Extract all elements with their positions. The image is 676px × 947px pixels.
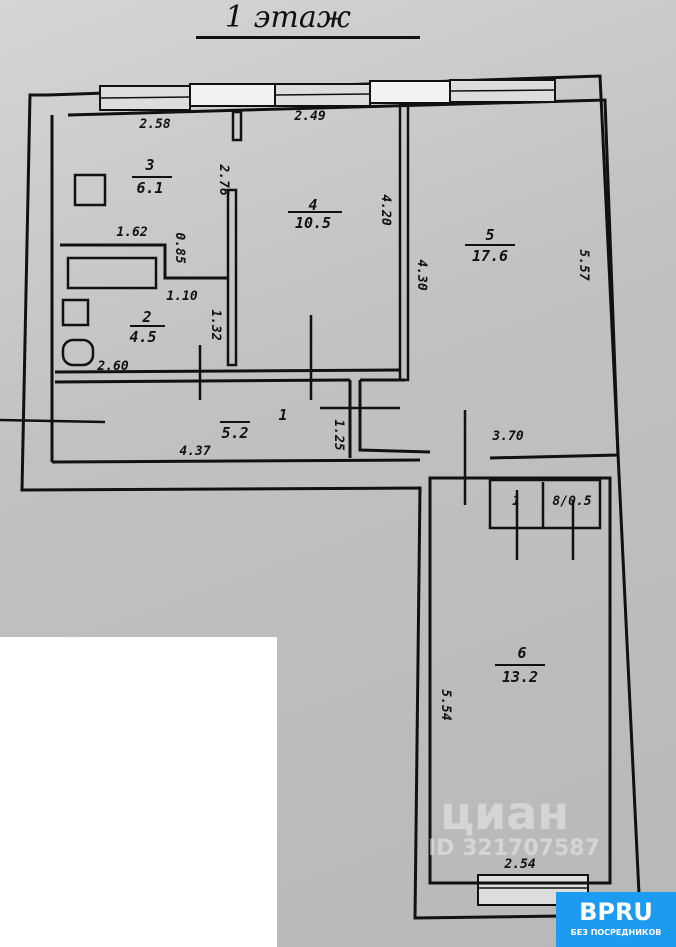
dim-label: 3.70 [491, 429, 523, 444]
room-5-area: 17.6 [472, 247, 508, 265]
room-7-label: 1 [512, 494, 520, 509]
badge-name: BPRU [579, 898, 653, 926]
room-1-area: 5.2 [221, 424, 248, 442]
title-underline [196, 36, 420, 39]
badge-subtitle: БЕЗ ПОСРЕДНИКОВ [570, 928, 662, 937]
watermark-id: ID 321707587 [428, 836, 600, 861]
dim-label: 2.58 [138, 117, 170, 132]
dim-label: 2.60 [96, 359, 128, 374]
dim-label: 2.76 [216, 163, 231, 195]
dim-label: 1.10 [166, 289, 197, 304]
bpru-badge: BPRU БЕЗ ПОСРЕДНИКОВ [556, 892, 676, 947]
sink-icon [61, 298, 90, 327]
dim-label: 1.32 [208, 309, 223, 340]
interior-walls [0, 103, 612, 885]
windows [99, 79, 589, 906]
dim-label: 4.37 [179, 444, 210, 459]
blank-area [0, 637, 277, 947]
room-3-number: 3 [144, 156, 154, 174]
dim-label: 1.25 [331, 419, 346, 450]
room-6-area: 13.2 [502, 668, 538, 686]
fixtures [61, 173, 158, 367]
bathtub-icon [66, 256, 158, 290]
room-3-area: 6.1 [136, 179, 163, 197]
room-4-area: 10.5 [295, 214, 331, 232]
dim-label: 0.85 [172, 232, 187, 263]
room-8-label: 8/0.5 [552, 494, 591, 509]
room-6-number: 6 [517, 644, 526, 662]
floor-title: 1 этаж [225, 0, 351, 35]
dim-label: 2.54 [503, 857, 535, 872]
room-2-number: 2 [141, 308, 151, 326]
watermark: циан ID 321707587 [428, 786, 600, 861]
dim-label: 4.30 [414, 259, 429, 290]
room-labels: 1 5.2 2 4.5 3 6.1 4 10.5 5 17.6 6 13.2 1… [129, 156, 591, 686]
dim-label: 4.20 [378, 194, 393, 225]
watermark-brand: циан [440, 786, 570, 840]
room-1-number: 1 [278, 406, 287, 424]
dim-label: 2.49 [293, 109, 325, 124]
stove-icon [73, 173, 107, 207]
room-5-number: 5 [485, 226, 494, 244]
room-4-number: 4 [308, 196, 317, 214]
dim-label: 5.57 [576, 249, 591, 280]
toilet-icon [61, 338, 95, 367]
room-2-area: 4.5 [129, 328, 156, 346]
dim-label: 5.54 [438, 689, 453, 720]
dim-label: 1.62 [116, 225, 147, 240]
outer-walls [20, 74, 642, 920]
dimension-labels: 2.58 2.49 2.76 4.20 4.30 5.57 1.62 0.85 … [96, 109, 591, 872]
